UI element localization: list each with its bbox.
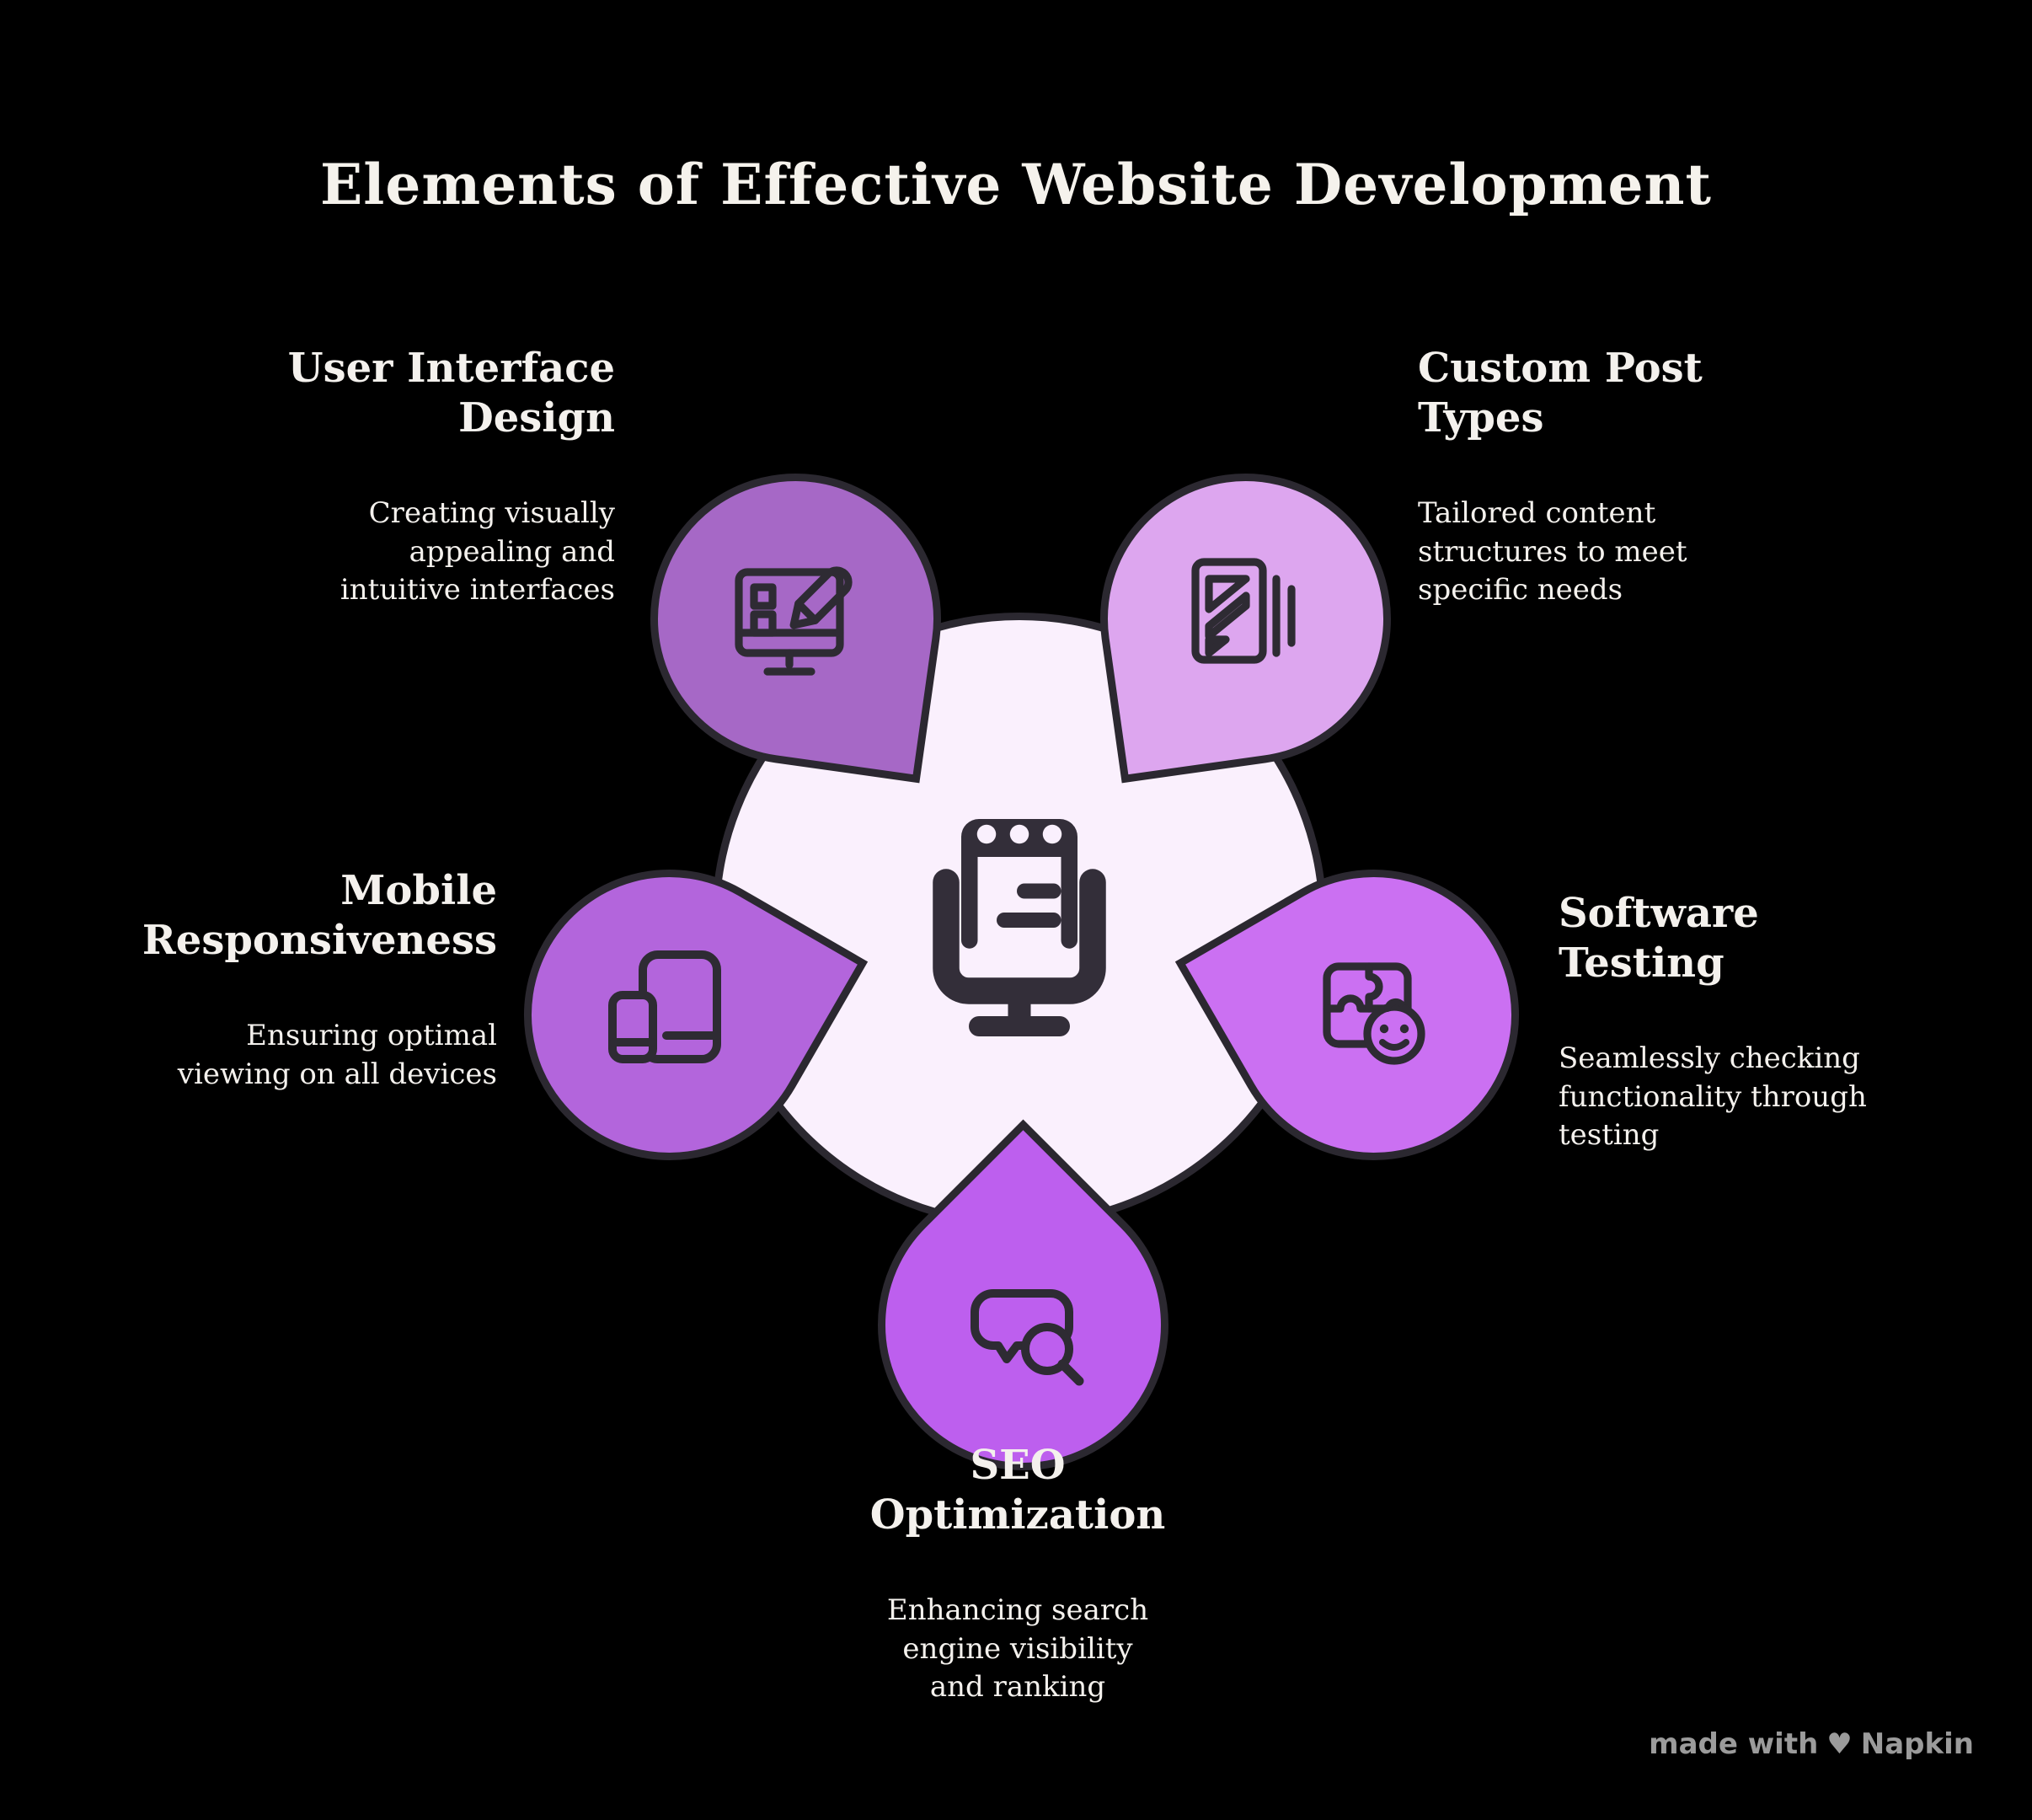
node-text-ui-design: User Interface Design Creating visually … — [244, 344, 615, 610]
monitor-pencil-icon — [712, 535, 880, 704]
petal-seo-optimization — [817, 1119, 1229, 1531]
page-title: Elements of Effective Website Developmen… — [319, 152, 1712, 218]
watermark: made with♥Napkin — [1644, 1727, 1978, 1761]
chat-magnifier-icon — [939, 1241, 1108, 1410]
watermark-prefix: made with — [1649, 1727, 1819, 1761]
node-heading: SEO Optimization — [869, 1442, 1166, 1539]
node-text-mobile-responsiveness: Mobile Responsiveness Ensuring optimal v… — [126, 866, 497, 1094]
petal-software-testing — [1174, 816, 1573, 1214]
node-heading: User Interface Design — [287, 345, 615, 442]
petal-custom-post-types — [1081, 454, 1410, 784]
node-heading: Mobile Responsiveness — [142, 867, 497, 964]
node-description: Seamlessly checking functionality throug… — [1559, 1041, 1867, 1153]
document-stack-icon — [1162, 535, 1330, 704]
node-description: Ensuring optimal viewing on all devices — [177, 1019, 497, 1091]
tablet-phone-icon — [586, 931, 754, 1100]
node-description: Tailored content structures to meet spec… — [1418, 496, 1687, 608]
node-description: Creating visually appealing and intuitiv… — [340, 496, 615, 608]
node-description: Enhancing search engine visibility and r… — [886, 1593, 1149, 1705]
petal-mobile-responsiveness — [470, 816, 869, 1214]
node-heading: Custom Post Types — [1418, 345, 1703, 442]
browser-monitor-icon — [893, 794, 1146, 1046]
petal-ui-design — [631, 454, 960, 784]
node-text-custom-post-types: Custom Post Types Tailored content struc… — [1418, 344, 1789, 610]
node-heading: Software Testing — [1559, 890, 1759, 987]
watermark-brand: Napkin — [1860, 1727, 1974, 1761]
heart-icon: ♥ — [1826, 1727, 1853, 1761]
node-text-seo-optimization: SEO Optimization Enhancing search engine… — [849, 1441, 1186, 1707]
puzzle-smiley-icon — [1290, 931, 1458, 1100]
node-text-software-testing: Software Testing Seamlessly checking fun… — [1559, 889, 1921, 1155]
